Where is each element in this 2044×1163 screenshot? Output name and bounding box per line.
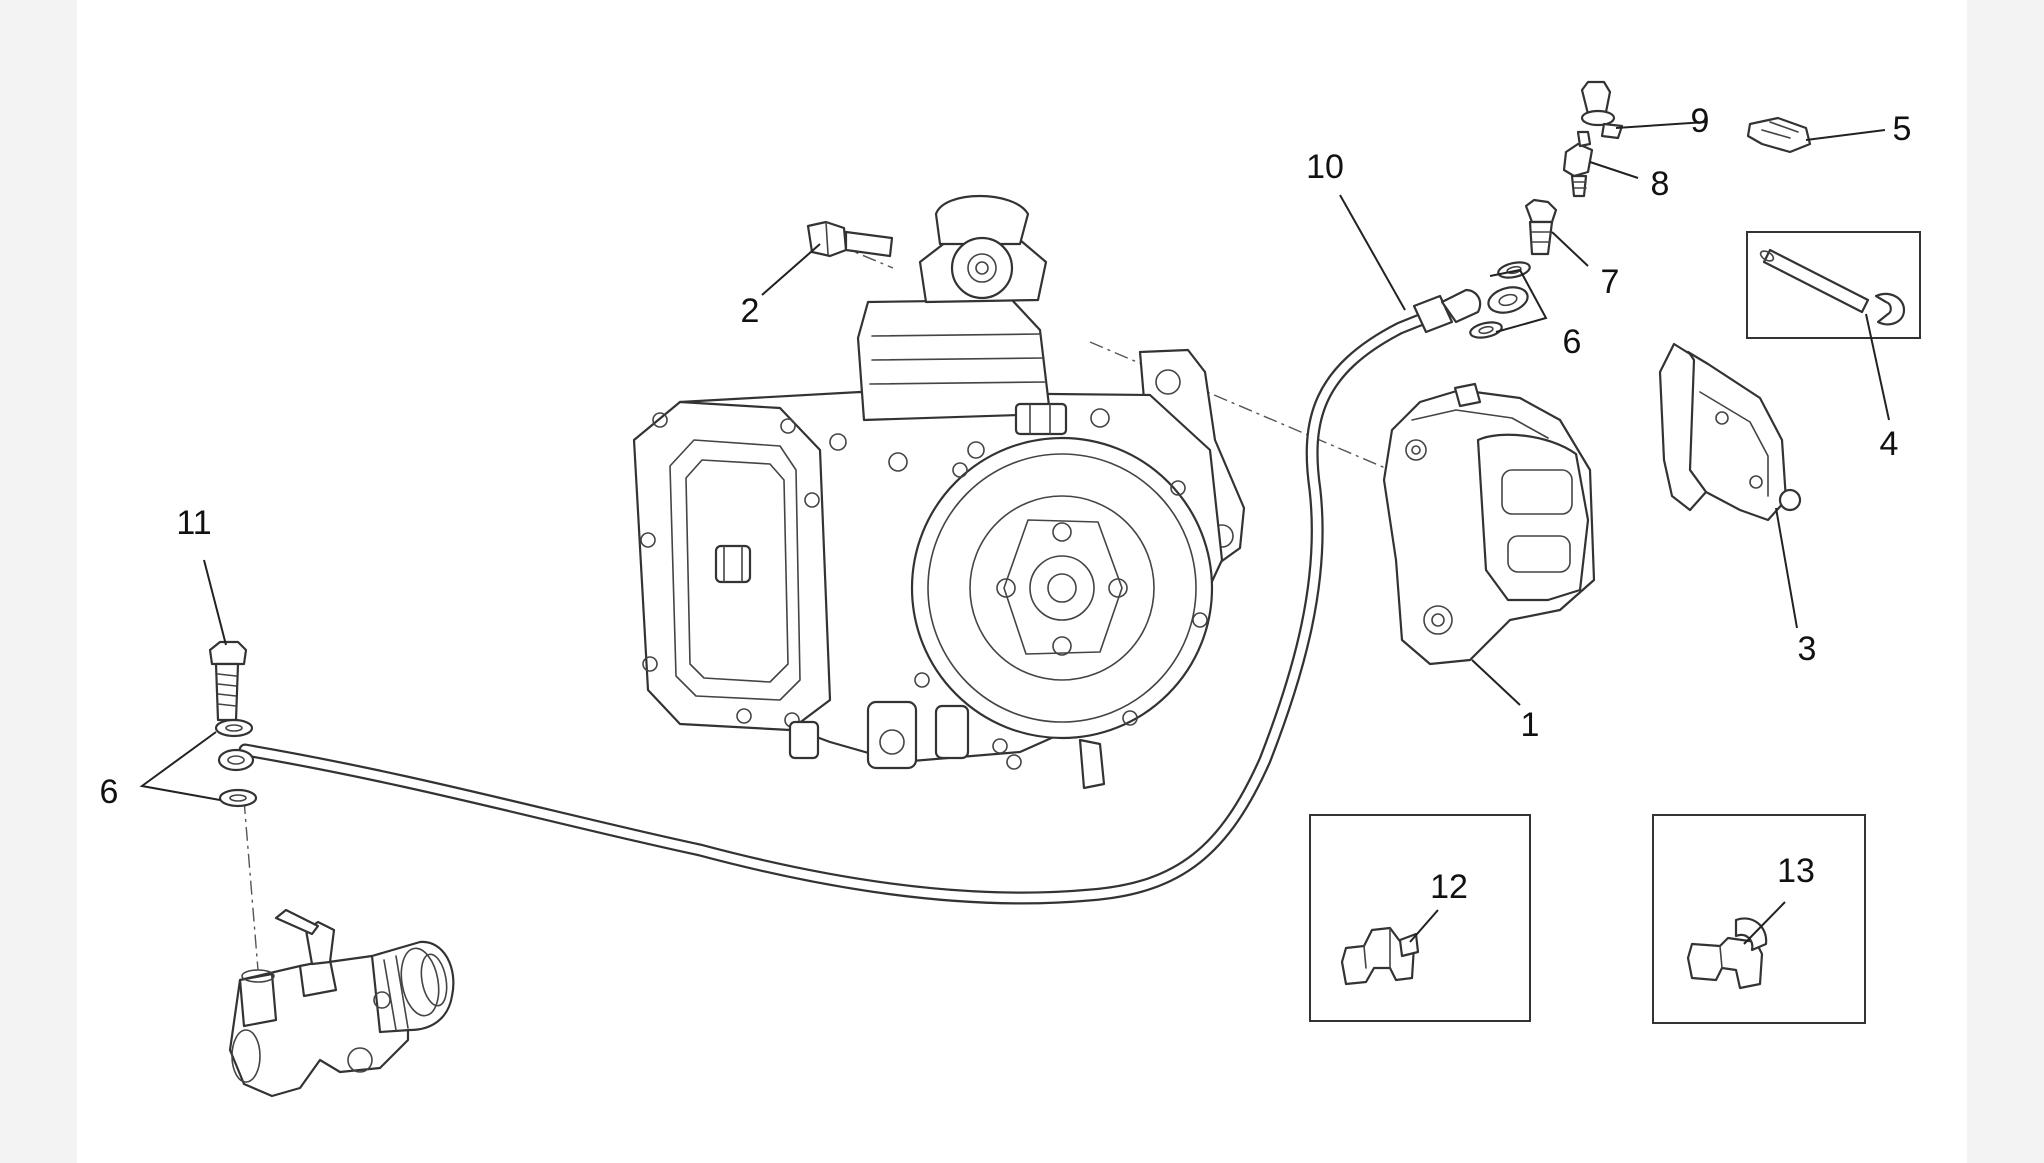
part-5-spring-clip <box>1746 116 1812 154</box>
part-4-pin-clip <box>1746 231 1921 339</box>
master-cylinder <box>228 908 455 1098</box>
callout-11: 11 <box>176 504 211 542</box>
part-8-bleed-screw <box>1562 130 1594 198</box>
gearbox-assembly <box>632 194 1246 790</box>
callout-7: 7 <box>1601 263 1620 301</box>
leader-lines <box>139 121 1890 945</box>
callout-6-top: 6 <box>1563 323 1582 361</box>
brake-hose <box>217 286 1529 905</box>
callout-4: 4 <box>1880 425 1899 463</box>
callout-5: 5 <box>1893 110 1912 148</box>
part-3-brake-pads <box>1658 342 1802 522</box>
part-1-caliper <box>1382 382 1596 666</box>
part-2-bolt <box>806 220 894 258</box>
callout-9: 9 <box>1691 102 1710 140</box>
part-9-cap <box>1580 80 1624 140</box>
callout-10: 10 <box>1306 148 1344 186</box>
part-7-adapter <box>1524 198 1558 256</box>
callout-1: 1 <box>1521 706 1540 744</box>
callout-12: 12 <box>1430 868 1468 906</box>
callout-2: 2 <box>741 292 760 330</box>
callout-3: 3 <box>1798 630 1817 668</box>
callout-8: 8 <box>1651 165 1670 203</box>
part-13-hose-clip <box>1652 814 1866 1024</box>
part-6-washers-left <box>214 718 258 808</box>
callout-6-left: 6 <box>100 773 119 811</box>
part-12-hose-clip <box>1309 814 1531 1022</box>
part-11-banjo-bolt <box>208 640 248 722</box>
callout-labels: 1 2 3 4 5 6 6 7 8 9 10 11 12 13 <box>100 102 1912 906</box>
callout-13: 13 <box>1777 852 1815 890</box>
